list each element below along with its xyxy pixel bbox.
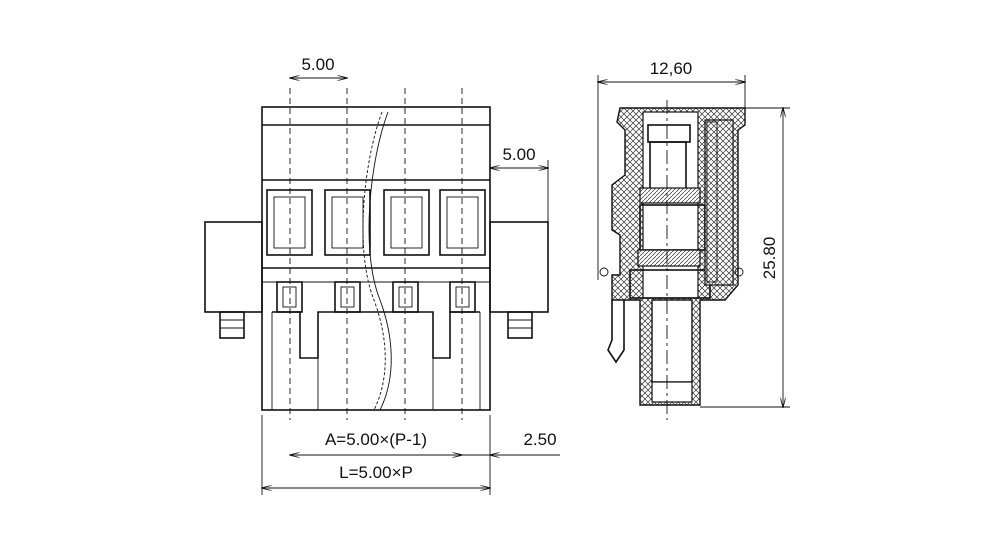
- wire-entry-windows: [266, 189, 486, 256]
- width-label: 12,60: [650, 59, 693, 78]
- front-dimensions: 5.00 5.00 A=5.00×(P-1) 2.50 L=5.00×P: [262, 55, 560, 495]
- flange-left: [204, 221, 263, 339]
- pitch-label: 5.00: [301, 55, 334, 74]
- front-view: [204, 88, 549, 420]
- height-label: 25.80: [760, 237, 779, 280]
- flange-right: [489, 221, 549, 339]
- dim-a-label: A=5.00×(P-1): [325, 430, 427, 449]
- offset-label: 2.50: [523, 430, 556, 449]
- flange-width-label: 5.00: [502, 145, 535, 164]
- side-dimensions: 12,60 25.80: [598, 59, 790, 407]
- side-view: [599, 100, 746, 420]
- screw-slots: [276, 281, 476, 313]
- dim-l-label: L=5.00×P: [339, 463, 413, 482]
